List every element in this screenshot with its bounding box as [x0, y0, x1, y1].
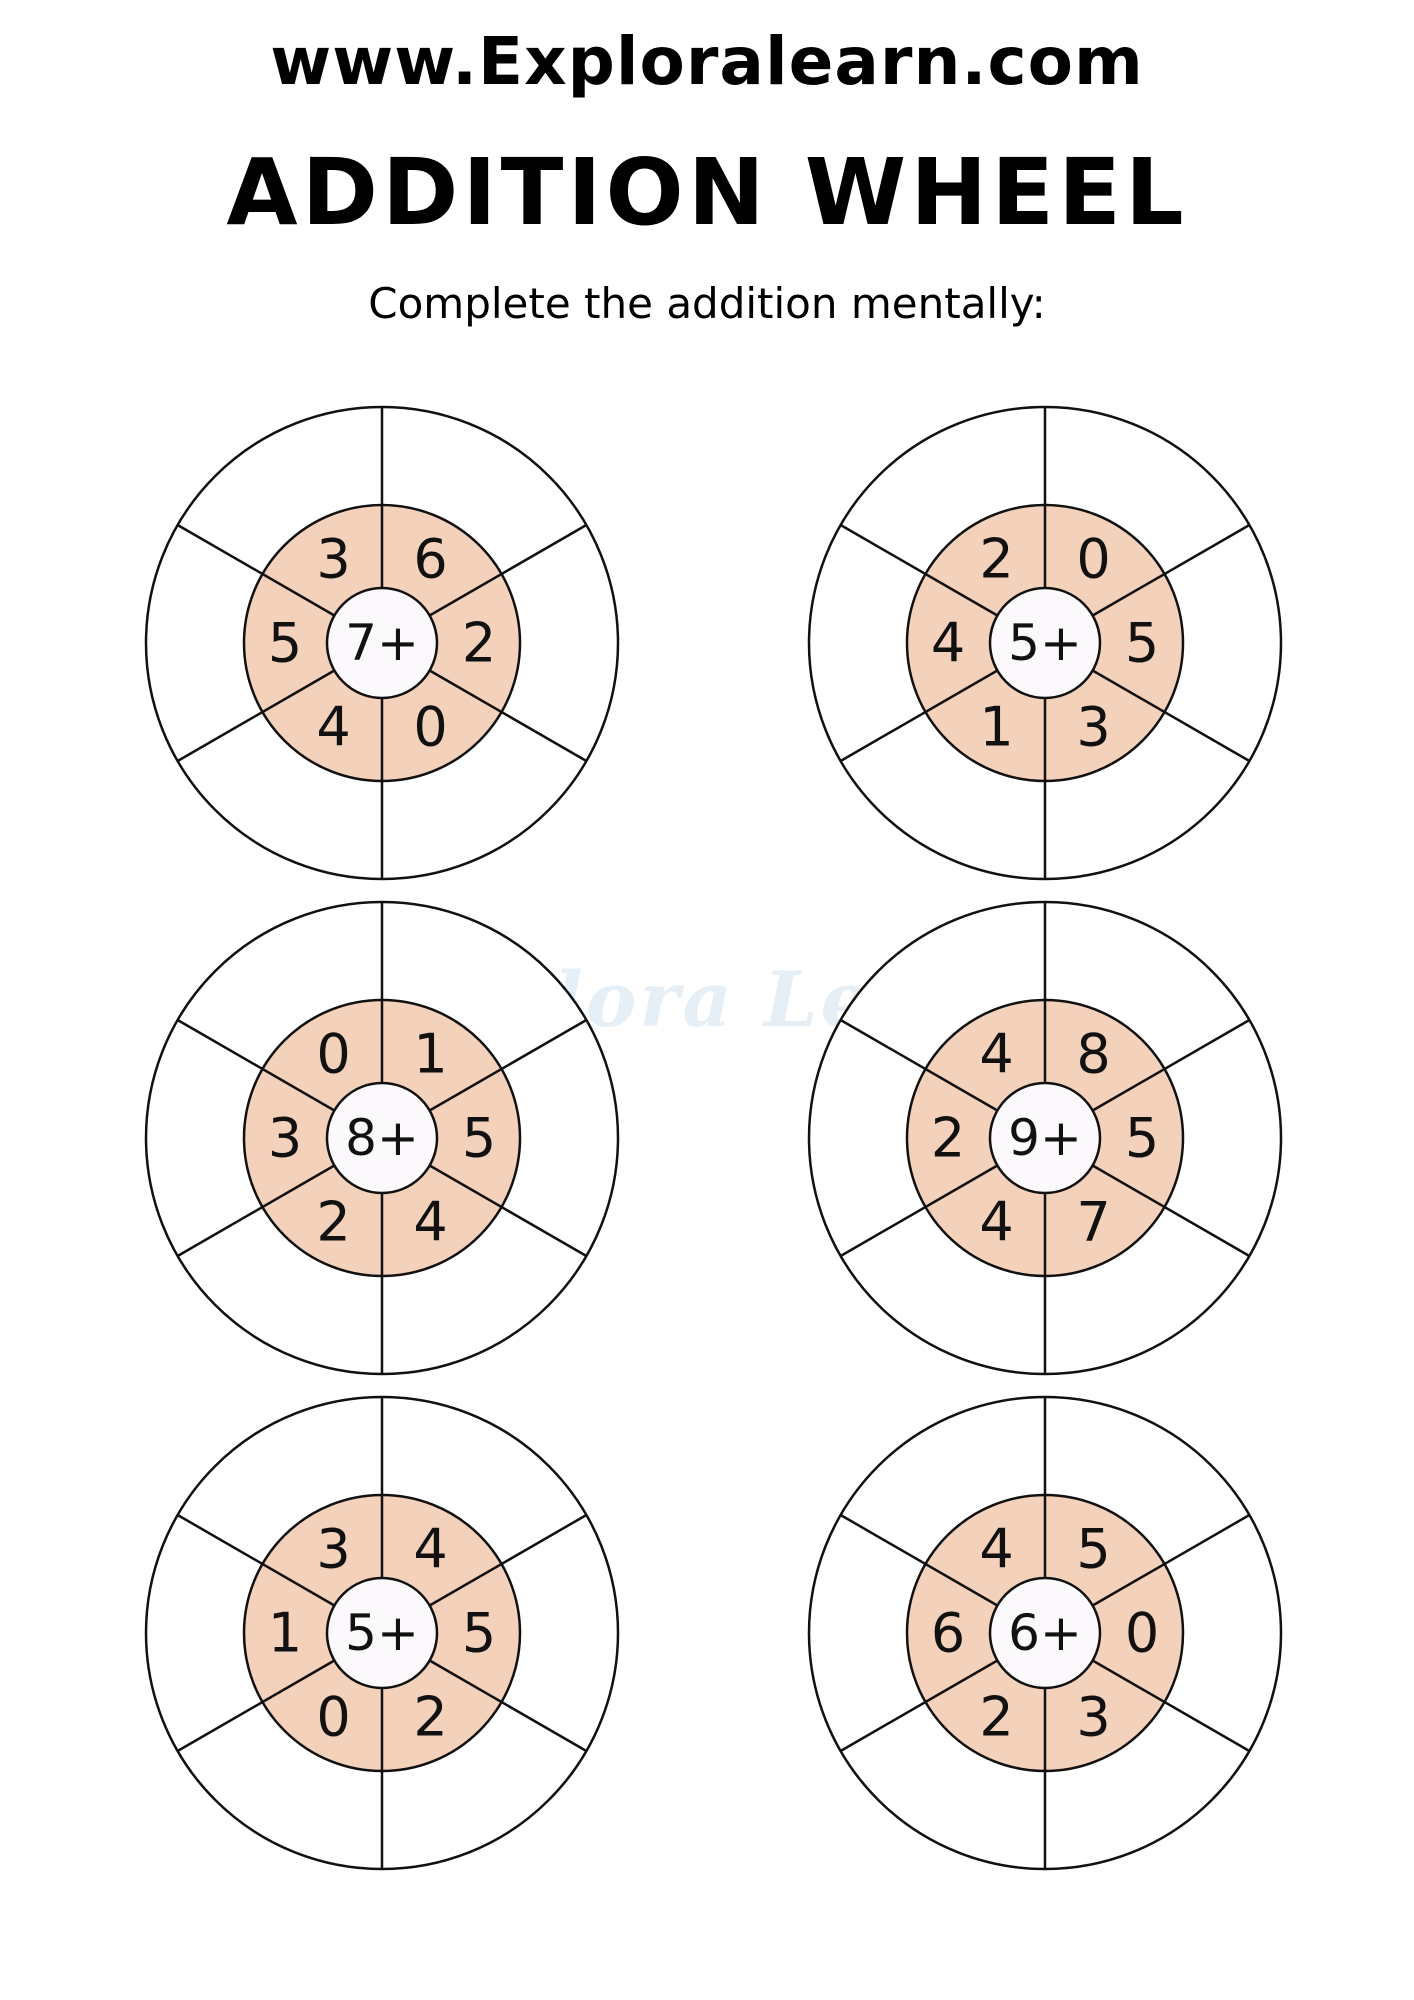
wheel-center-label: 6+: [1008, 1604, 1082, 1662]
wheel-number: 6: [931, 1602, 965, 1665]
wheel-spoke: [176, 1164, 335, 1258]
wheel-spoke: [1092, 523, 1251, 617]
wheel-spoke: [839, 1164, 998, 1258]
site-url: www.Exploralearn.com: [270, 23, 1144, 100]
wheel-number: 2: [316, 1191, 350, 1254]
wheel-spoke: [839, 1018, 998, 1112]
wheel-number: 5: [462, 1602, 496, 1665]
wheel-spoke: [1092, 1018, 1251, 1112]
wheel-spoke: [1092, 1513, 1251, 1607]
wheel-number: 2: [979, 527, 1013, 590]
wheel-number: 2: [413, 1686, 447, 1749]
wheel-number: 4: [979, 1517, 1013, 1580]
wheel-spoke: [429, 1164, 588, 1258]
wheel-number: 4: [931, 612, 965, 675]
wheel-number: 0: [316, 1686, 350, 1749]
wheel-number: 3: [316, 527, 350, 590]
wheel-number: 2: [931, 1107, 965, 1170]
wheel-number: 4: [979, 1022, 1013, 1085]
wheel-number: 6: [413, 527, 447, 590]
wheel-number: 5: [1125, 612, 1159, 675]
wheel-number: 4: [316, 696, 350, 759]
wheel-spoke: [176, 1018, 335, 1112]
wheel-number: 7: [1076, 1191, 1110, 1254]
wheel-number: 4: [979, 1191, 1013, 1254]
wheel-number: 5: [268, 612, 302, 675]
wheel-spoke: [429, 1018, 588, 1112]
wheel-center-label: 7+: [345, 614, 419, 672]
wheel-spoke: [839, 523, 998, 617]
wheel-center-label: 5+: [345, 1604, 419, 1662]
wheel-spoke: [429, 669, 588, 763]
wheel-center-label: 5+: [1008, 614, 1082, 672]
instructions: Complete the addition mentally:: [368, 279, 1046, 328]
wheel-number: 0: [413, 696, 447, 759]
wheel-center-label: 8+: [345, 1109, 419, 1167]
wheel-center: [988, 1081, 1102, 1195]
wheel-number: 0: [1076, 527, 1110, 590]
wheel-number: 3: [1076, 1686, 1110, 1749]
wheel-spoke: [839, 1513, 998, 1607]
wheel-spoke: [1092, 669, 1251, 763]
wheel-center: [325, 1576, 439, 1690]
wheel-spoke: [176, 1659, 335, 1753]
wheel-number: 3: [316, 1517, 350, 1580]
wheel-spoke: [429, 1659, 588, 1753]
page-title: ADDITION WHEEL: [226, 139, 1188, 246]
wheel-number: 1: [979, 696, 1013, 759]
wheel-number: 1: [413, 1022, 447, 1085]
wheel-spoke: [839, 1659, 998, 1753]
wheel-spoke: [429, 1513, 588, 1607]
wheel-center: [325, 1081, 439, 1195]
wheel-number: 5: [1076, 1517, 1110, 1580]
wheel-number: 0: [1125, 1602, 1159, 1665]
wheel-number: 5: [1125, 1107, 1159, 1170]
wheel-center-label: 9+: [1008, 1109, 1082, 1167]
wheel-number: 4: [413, 1191, 447, 1254]
wheel-number: 4: [413, 1517, 447, 1580]
wheel-spoke: [1092, 1659, 1251, 1753]
wheel-number: 2: [462, 612, 496, 675]
wheel-center: [325, 586, 439, 700]
wheel-number: 8: [1076, 1022, 1110, 1085]
wheel-spoke: [176, 669, 335, 763]
wheel-center: [988, 586, 1102, 700]
wheel-spoke: [176, 523, 335, 617]
wheel-number: 1: [268, 1602, 302, 1665]
wheel-spoke: [1092, 1164, 1251, 1258]
wheel-number: 3: [1076, 696, 1110, 759]
wheel-center: [988, 1576, 1102, 1690]
wheel-spoke: [429, 523, 588, 617]
wheel-number: 3: [268, 1107, 302, 1170]
wheel-number: 2: [979, 1686, 1013, 1749]
wheel-number: 0: [316, 1022, 350, 1085]
wheel-spoke: [839, 669, 998, 763]
wheel-number: 5: [462, 1107, 496, 1170]
wheel-spoke: [176, 1513, 335, 1607]
